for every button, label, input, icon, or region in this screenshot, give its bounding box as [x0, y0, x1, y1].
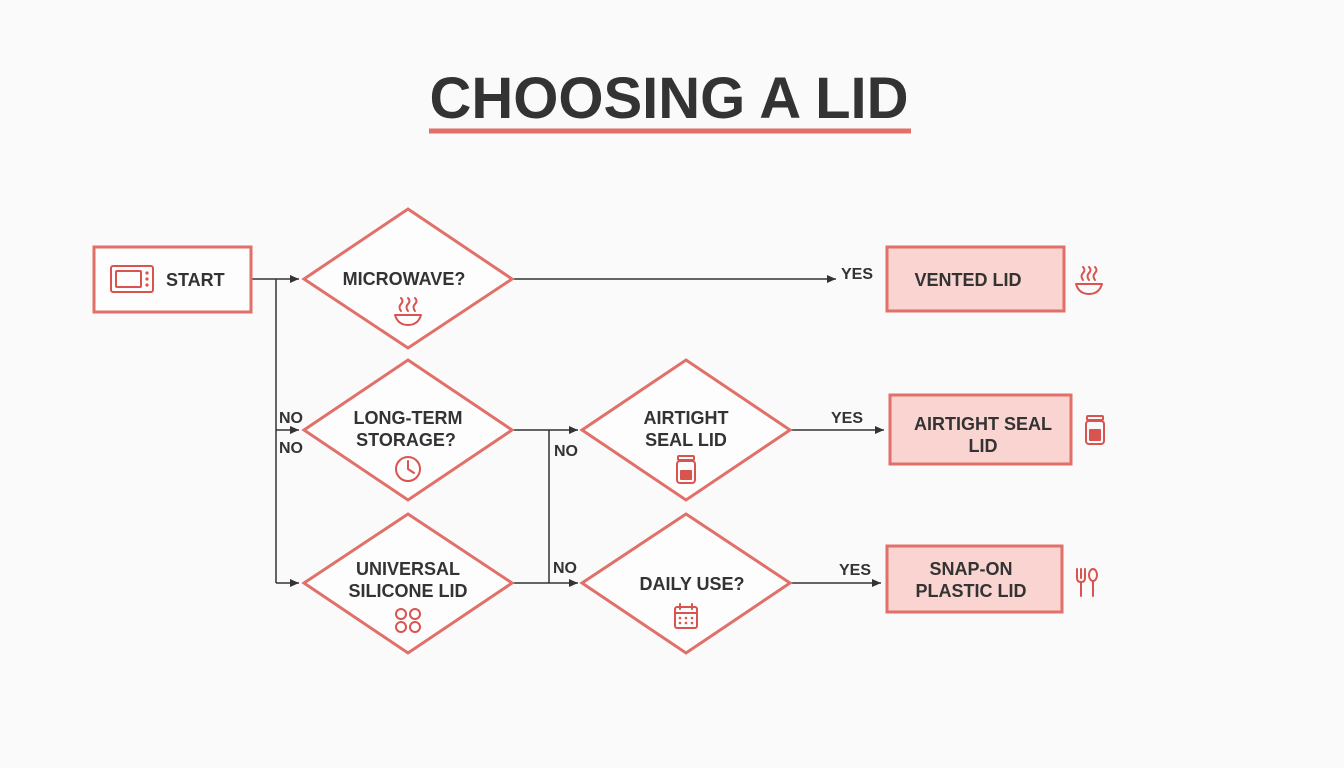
airtight-label-line1: AIRTIGHT	[644, 408, 729, 428]
jar-icon	[1085, 415, 1105, 445]
start-node[interactable]: START	[92, 245, 253, 314]
airtight-result-line2: LID	[969, 436, 998, 456]
vented-lid-result[interactable]: VENTED LID	[885, 245, 1103, 313]
calendar-icon	[674, 603, 698, 629]
snap-on-result[interactable]: SNAP-ON PLASTIC LID	[885, 544, 1098, 614]
edge-label-no-2: NO	[279, 440, 303, 457]
airtight-decision[interactable]: AIRTIGHT SEAL LID	[579, 358, 793, 502]
connectors	[252, 275, 884, 587]
universal-diamond	[301, 512, 515, 655]
airtight-diamond	[579, 358, 793, 502]
steaming-bowl-icon	[394, 297, 422, 326]
edge-label-no-airtight: NO	[553, 560, 577, 577]
start-box	[92, 245, 253, 314]
airtight-seal-box	[888, 393, 1073, 466]
universal-label-line1: UNIVERSAL	[356, 559, 460, 579]
airtight-seal-result[interactable]: AIRTIGHT SEAL LID	[888, 393, 1105, 466]
long-term-diamond	[301, 358, 515, 502]
microwave-label: MICROWAVE?	[343, 269, 466, 289]
edge-label-no-longterm: NO	[554, 443, 578, 460]
long-term-label-line1: LONG-TERM	[354, 408, 463, 428]
microwave-diamond	[301, 207, 515, 350]
edge-label-yes-daily: YES	[839, 562, 871, 579]
edge-label-no-1: NO	[279, 410, 303, 427]
airtight-result-line1: AIRTIGHT SEAL	[914, 414, 1052, 434]
start-label: START	[166, 270, 225, 290]
steaming-bowl-icon	[1075, 266, 1103, 295]
jar-icon	[676, 455, 696, 484]
snap-on-label-line1: SNAP-ON	[929, 559, 1012, 579]
four-circles-icon	[395, 608, 421, 633]
daily-use-label: DAILY USE?	[639, 574, 744, 594]
universal-node[interactable]: UNIVERSAL SILICONE LID	[301, 512, 515, 655]
snap-on-box	[885, 544, 1064, 614]
microwave-icon	[110, 265, 154, 293]
airtight-label-line2: SEAL LID	[645, 430, 727, 450]
microwave-decision[interactable]: MICROWAVE?	[301, 207, 515, 350]
long-term-label-line2: STORAGE?	[356, 430, 456, 450]
edge-label-yes-microwave: YES	[841, 266, 873, 283]
edge-label-yes-airtight: YES	[831, 410, 863, 427]
page-title: CHOOSING A LID	[429, 66, 908, 131]
fork-spoon-icon	[1076, 568, 1098, 597]
long-term-decision[interactable]: LONG-TERM STORAGE?	[301, 358, 515, 502]
universal-label-line2: SILICONE LID	[348, 581, 467, 601]
clock-icon	[395, 456, 421, 482]
vented-lid-label: VENTED LID	[914, 270, 1021, 290]
daily-use-diamond	[579, 512, 793, 655]
daily-use-decision[interactable]: DAILY USE?	[579, 512, 793, 655]
snap-on-label-line2: PLASTIC LID	[916, 581, 1027, 601]
vented-lid-box	[885, 245, 1066, 313]
